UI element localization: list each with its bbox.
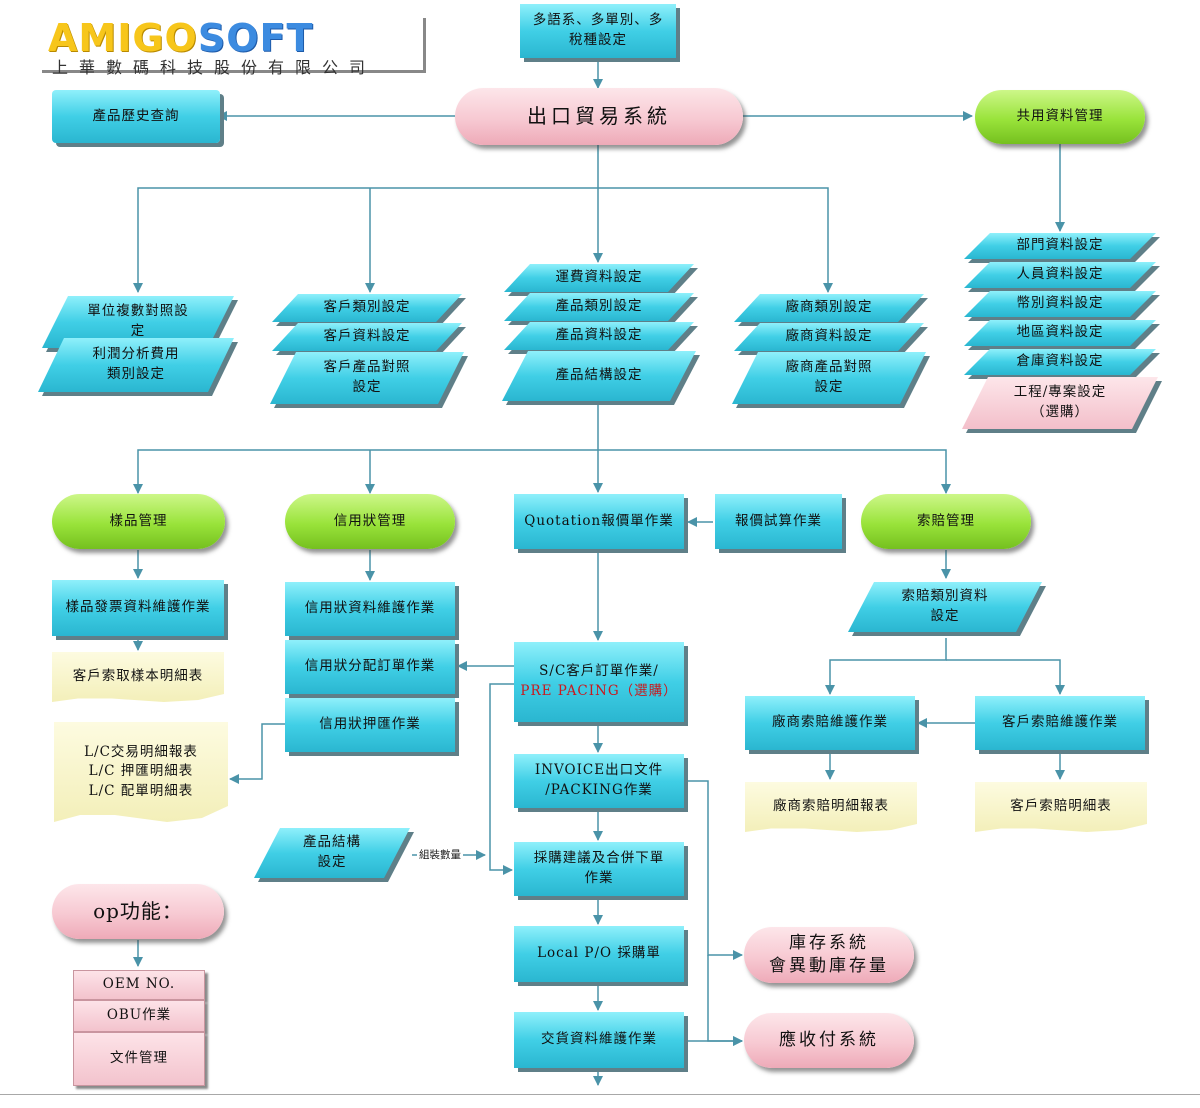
obu-operation-box: OBU作業 — [73, 1000, 205, 1032]
warehouse-setup: 倉庫資料設定 — [964, 349, 1156, 375]
multi-language-settings-box: 多語系、多單別、多 稅種設定 — [520, 4, 676, 58]
claim-type-setup: 索賠類別資料 設定 — [848, 582, 1042, 632]
sc-order-label: S/C客戶訂單作業/ — [539, 663, 659, 680]
project-setup-optional: 工程/專案設定 （選購） — [962, 377, 1158, 429]
ar-ap-system-node: 應收付系統 — [744, 1013, 914, 1068]
vendor-claim-report: 廠商索賠明細報表 — [745, 782, 917, 832]
vendor-data-setup: 廠商資料設定 — [734, 323, 924, 351]
customer-claim-maintenance-box: 客戶索賠維護作業 — [975, 696, 1145, 750]
staff-setup: 人員資料設定 — [964, 262, 1156, 288]
quotation-calc-box: 報價試算作業 — [715, 494, 842, 549]
op-functions-node: op功能： — [52, 884, 224, 939]
lc-management-node: 信用狀管理 — [285, 494, 455, 549]
sample-invoice-maintenance-box: 樣品發票資料維護作業 — [52, 580, 224, 636]
freight-data-setup: 運費資料設定 — [504, 264, 694, 292]
region-setup: 地區資料設定 — [964, 320, 1156, 346]
amigosoft-logo: AMIGOSOFT 上華數碼科技股份有限公司 — [42, 18, 426, 77]
document-management-box: 文件管理 — [73, 1032, 205, 1086]
product-structure-setup-2: 產品結構 設定 — [254, 828, 410, 878]
customer-claim-report: 客戶索賠明細表 — [975, 782, 1147, 832]
lc-negotiation-box: 信用狀押匯作業 — [285, 698, 455, 752]
claim-management-node: 索賠管理 — [861, 494, 1031, 549]
quotation-box: Quotation報價單作業 — [514, 494, 684, 549]
lc-data-maintenance-box: 信用狀資料維護作業 — [285, 582, 455, 636]
profit-analysis-setup: 利潤分析費用 類別設定 — [38, 338, 234, 392]
bottom-divider — [0, 1094, 1200, 1095]
lc-reports-document: L/C交易明細報表 L/C 押匯明細表 L/C 配單明細表 — [54, 722, 228, 822]
export-trade-system-node: 出口貿易系統 — [455, 88, 743, 145]
delivery-maintenance-box: 交貨資料維護作業 — [514, 1012, 684, 1068]
department-setup: 部門資料設定 — [964, 233, 1156, 259]
sc-customer-order-box: S/C客戶訂單作業/ PRE PACING（選購） — [514, 642, 684, 722]
vendor-claim-maintenance-box: 廠商索賠維護作業 — [745, 696, 915, 750]
vendor-type-setup: 廠商類別設定 — [734, 294, 924, 322]
sample-management-node: 樣品管理 — [52, 494, 225, 549]
vendor-product-mapping-setup: 廠商產品對照 設定 — [732, 352, 926, 404]
sample-request-detail-report: 客戶索取樣本明細表 — [52, 652, 224, 702]
currency-setup: 幣別資料設定 — [964, 291, 1156, 317]
shared-data-management-node: 共用資料管理 — [975, 90, 1145, 144]
customer-product-mapping-setup: 客戶產品對照 設定 — [270, 352, 464, 404]
local-po-box: Local P/O 採購單 — [514, 926, 684, 982]
lc-order-allocation-box: 信用狀分配訂單作業 — [285, 640, 455, 694]
purchase-suggestion-box: 採購建議及合併下單 作業 — [514, 842, 684, 896]
product-structure-setup: 產品結構設定 — [502, 351, 696, 401]
pre-pacing-optional-label: PRE PACING（選購） — [520, 683, 678, 699]
product-history-query-box: 產品歷史查詢 — [52, 90, 220, 143]
assembly-quantity-label: 組裝數量 — [417, 847, 463, 862]
invoice-packing-box: INVOICE出口文件 /PACKING作業 — [514, 754, 684, 808]
customer-data-setup: 客戶資料設定 — [272, 323, 462, 351]
customer-type-setup: 客戶類別設定 — [272, 294, 462, 322]
product-data-setup: 產品資料設定 — [504, 322, 694, 350]
product-type-setup: 產品類別設定 — [504, 293, 694, 321]
inventory-system-node: 庫存系統 會異動庫存量 — [744, 927, 914, 983]
oem-no-box: OEM NO. — [73, 970, 205, 1000]
